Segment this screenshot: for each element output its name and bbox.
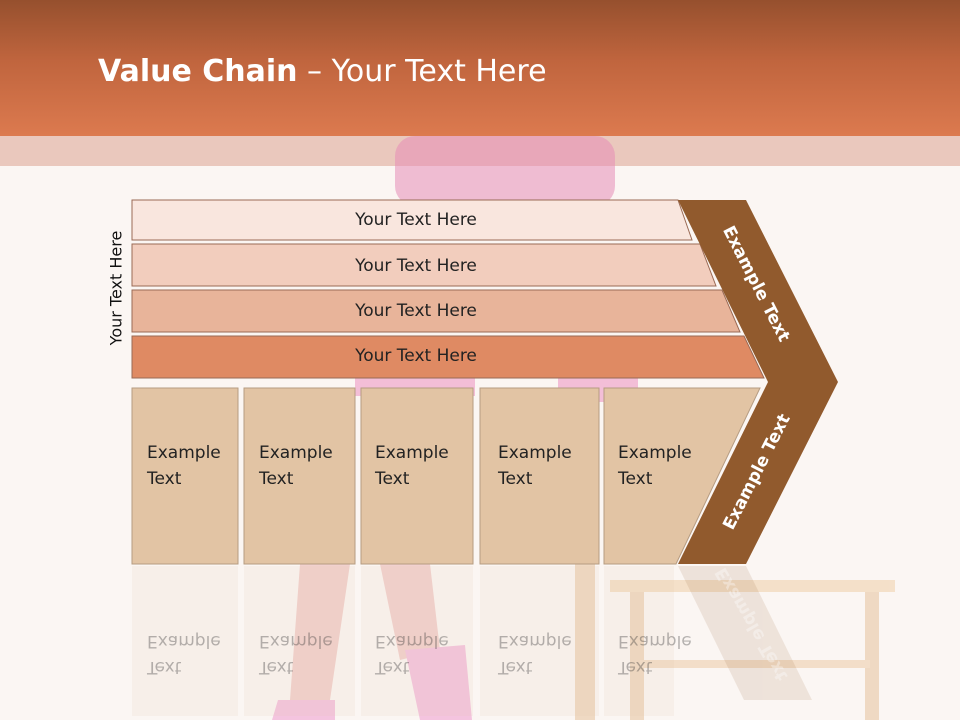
reflection-text-3-line2: Text [375, 657, 410, 677]
reflection-text-5-line1: Example [618, 631, 692, 651]
reflection-text-4-line1: Example [498, 631, 572, 651]
column-text-5: Example Text [618, 440, 718, 492]
column-text-2-line2: Text [259, 469, 294, 489]
reflection-text-4: Text Example [498, 628, 598, 680]
column-cell-4 [479, 387, 600, 565]
column-text-5-line2: Text [618, 469, 653, 489]
row-band-2 [131, 243, 717, 287]
column-cell-2 [243, 387, 356, 565]
column-text-4: Example Text [498, 440, 598, 492]
reflection-text-1-line1: Example [147, 631, 221, 651]
column-text-4-line1: Example [498, 443, 572, 463]
column-text-1-line2: Text [147, 469, 182, 489]
row-label-3: Your Text Here [355, 301, 477, 321]
column-text-3-line2: Text [375, 469, 410, 489]
column-text-3: Example Text [375, 440, 475, 492]
slide-title-bold: Value Chain [98, 54, 298, 89]
column-text-1-line1: Example [147, 443, 221, 463]
reflection-chevron-label: Example Text [711, 564, 793, 685]
row-band-1 [131, 199, 693, 241]
column-text-2: Example Text [259, 440, 359, 492]
diagram-reflection: Text Example Text Example Text Example T… [0, 564, 960, 720]
column-text-3-line1: Example [375, 443, 449, 463]
column-text-2-line1: Example [259, 443, 333, 463]
row-label-4: Your Text Here [355, 346, 477, 366]
column-text-5-line1: Example [618, 443, 692, 463]
reflection-text-1: Text Example [147, 628, 247, 680]
row-band-3 [131, 289, 741, 333]
row-label-2: Your Text Here [355, 256, 477, 276]
reflection-text-5: Text Example [618, 628, 718, 680]
column-cell-5 [603, 387, 761, 565]
reflection-text-3-line1: Example [375, 631, 449, 651]
row-label-1: Your Text Here [355, 210, 477, 230]
slide-title-rest: – Your Text Here [297, 54, 547, 89]
slide-title: Value Chain – Your Text Here [98, 54, 547, 89]
chevron-arrow [678, 200, 838, 564]
reflection-text-1-line2: Text [147, 657, 182, 677]
header-bar [0, 0, 960, 136]
column-text-4-line2: Text [498, 469, 533, 489]
column-cell-3 [360, 387, 474, 565]
column-text-1: Example Text [147, 440, 247, 492]
reflection-text-3: Text Example [375, 628, 475, 680]
column-cell-1 [131, 387, 239, 565]
reflection-text-2-line2: Text [259, 657, 294, 677]
reflection-text-5-line2: Text [618, 657, 653, 677]
reflection-text-2: Text Example [259, 628, 359, 680]
reflection-text-2-line1: Example [259, 631, 333, 651]
reflection-text-4-line2: Text [498, 657, 533, 677]
row-band-4 [131, 335, 765, 379]
